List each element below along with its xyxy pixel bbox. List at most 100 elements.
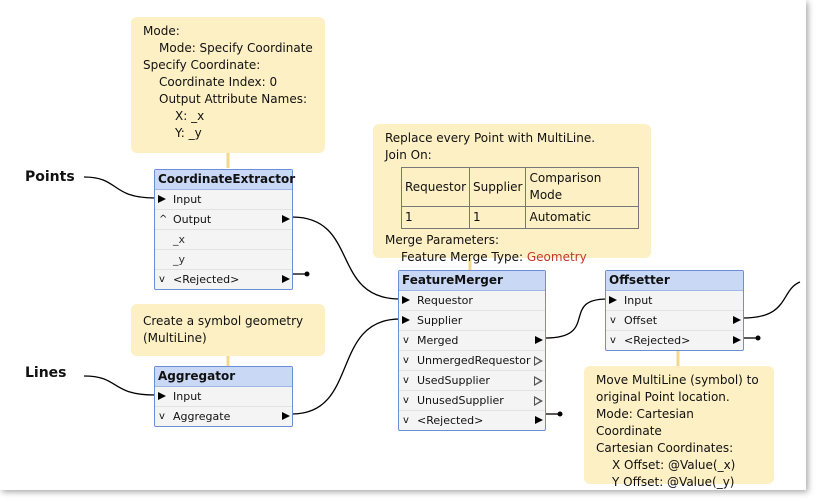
input-port-requestor[interactable]: Requestor xyxy=(399,291,545,311)
join-table-cell: Automatic xyxy=(525,206,639,229)
input-port-supplier[interactable]: Supplier xyxy=(399,311,545,331)
collapse-icon[interactable]: ^ xyxy=(159,214,168,225)
port-label: Input xyxy=(173,390,202,403)
note-line: Output Attribute Names: xyxy=(159,92,307,106)
join-table-header: Requestor xyxy=(400,167,471,207)
input-port-icon[interactable] xyxy=(158,195,166,203)
expand-icon[interactable]: v xyxy=(159,411,165,422)
input-port-icon[interactable] xyxy=(402,316,410,324)
annotation-offsetter[interactable]: Move MultiLine (symbol) to original Poin… xyxy=(584,366,774,489)
output-port-rejected[interactable]: v <Rejected> xyxy=(606,331,743,350)
annotation-aggregator[interactable]: Create a symbol geometry (MultiLine) xyxy=(131,304,325,356)
note-line: Merge Parameters: xyxy=(385,233,499,247)
node-feature-merger[interactable]: FeatureMerger Requestor Supplier v Merge… xyxy=(398,270,546,431)
join-table-cell: 1 xyxy=(469,206,527,229)
input-port-input[interactable]: Input xyxy=(155,387,292,407)
note-line: Y: _y xyxy=(175,126,202,140)
output-port-unmerged-requestor[interactable]: v UnmergedRequestor xyxy=(399,351,545,371)
edge-merger-to-offsetter xyxy=(544,298,608,339)
output-port-merged[interactable]: v Merged xyxy=(399,331,545,351)
output-port-used-supplier[interactable]: v UsedSupplier xyxy=(399,371,545,391)
node-offsetter[interactable]: Offsetter Input v Offset v <Rejected> xyxy=(605,270,744,351)
edge-aggregator-to-merger xyxy=(291,318,401,415)
input-port-icon[interactable] xyxy=(402,296,410,304)
join-table: Requestor Supplier Comparison Mode 1 1 A… xyxy=(400,167,639,229)
expand-icon[interactable]: v xyxy=(610,335,616,346)
note-line: X: _x xyxy=(175,109,205,123)
join-table-header: Comparison Mode xyxy=(525,167,639,207)
port-label: UsedSupplier xyxy=(417,374,490,387)
annotation-feature-merger[interactable]: Replace every Point with MultiLine. Join… xyxy=(373,124,651,264)
edge-offsetter-out xyxy=(742,281,801,319)
output-port-output[interactable]: ^ Output xyxy=(155,210,292,230)
node-title[interactable]: Aggregator xyxy=(155,367,292,387)
port-label: Requestor xyxy=(417,294,473,307)
port-label: UnusedSupplier xyxy=(417,394,504,407)
output-port-icon[interactable] xyxy=(282,275,290,283)
output-port-icon[interactable] xyxy=(535,336,543,344)
output-port-unconnected-icon[interactable] xyxy=(534,356,543,366)
expand-icon[interactable]: v xyxy=(403,415,409,426)
port-label: Input xyxy=(624,294,653,307)
expand-icon[interactable]: v xyxy=(403,335,409,346)
note-line: Mode: Cartesian Coordinate xyxy=(596,407,694,438)
expand-icon[interactable]: v xyxy=(610,315,616,326)
output-port-icon[interactable] xyxy=(733,336,741,344)
node-title[interactable]: CoordinateExtractor xyxy=(155,170,295,190)
output-port-unconnected-icon[interactable] xyxy=(534,376,543,386)
merge-type-value: Geometry xyxy=(526,250,587,264)
expand-icon[interactable]: v xyxy=(403,375,409,386)
input-port-input[interactable]: Input xyxy=(155,190,292,210)
port-label: Merged xyxy=(417,334,459,347)
attribute-x: _x xyxy=(155,230,292,250)
join-table-header: Supplier xyxy=(469,167,527,207)
expand-icon[interactable]: v xyxy=(159,274,165,285)
output-port-rejected[interactable]: v <Rejected> xyxy=(155,270,292,289)
node-title[interactable]: FeatureMerger xyxy=(399,271,545,291)
note-line: Specify Coordinate: xyxy=(143,58,261,72)
output-port-aggregate[interactable]: v Aggregate xyxy=(155,407,292,426)
output-port-icon[interactable] xyxy=(282,412,290,420)
note-line: Mode: Specify Coordinate xyxy=(159,41,313,55)
note-line: Join On: xyxy=(385,148,432,162)
output-port-icon[interactable] xyxy=(733,316,741,324)
attribute-y: _y xyxy=(155,250,292,270)
note-line: Mode: xyxy=(143,24,180,38)
source-label-lines: Lines xyxy=(25,365,67,381)
input-port-input[interactable]: Input xyxy=(606,291,743,311)
merge-type-label: Feature Merge Type: xyxy=(401,250,527,264)
note-line: Move MultiLine (symbol) to xyxy=(596,373,759,387)
output-port-rejected[interactable]: v <Rejected> xyxy=(399,411,545,430)
port-label: Aggregate xyxy=(173,410,231,423)
port-label: Offset xyxy=(624,314,658,327)
note-line: Create a symbol geometry xyxy=(143,314,304,328)
join-table-cell: 1 xyxy=(400,206,471,229)
output-port-icon[interactable] xyxy=(282,215,290,223)
port-label: <Rejected> xyxy=(417,414,484,427)
expand-icon[interactable]: v xyxy=(403,395,409,406)
edge-extractor-to-merger xyxy=(291,216,401,300)
port-label: Output xyxy=(173,213,212,226)
node-title[interactable]: Offsetter xyxy=(606,271,743,291)
note-line: original Point location. xyxy=(596,390,730,404)
input-port-icon[interactable] xyxy=(609,296,617,304)
source-label-points: Points xyxy=(25,169,75,185)
input-port-icon[interactable] xyxy=(158,392,166,400)
output-port-unused-supplier[interactable]: v UnusedSupplier xyxy=(399,391,545,411)
node-aggregator[interactable]: Aggregator Input v Aggregate xyxy=(154,366,293,427)
node-coordinate-extractor[interactable]: CoordinateExtractor Input ^ Output _x _y… xyxy=(154,169,295,290)
output-port-icon[interactable] xyxy=(535,416,543,424)
note-line: (MultiLine) xyxy=(143,331,207,345)
port-label: UnmergedRequestor xyxy=(417,354,531,367)
output-port-offset[interactable]: v Offset xyxy=(606,311,743,331)
note-line: X Offset: @Value(_x) xyxy=(612,458,736,472)
expand-icon[interactable]: v xyxy=(403,355,409,366)
port-label: Input xyxy=(173,193,202,206)
annotation-coordinate-extractor[interactable]: Mode: Mode: Specify Coordinate Specify C… xyxy=(131,17,325,153)
edge-lines-to-aggregator xyxy=(83,375,156,396)
edge-points-to-extractor xyxy=(83,176,156,199)
output-port-unconnected-icon[interactable] xyxy=(534,396,543,406)
note-line: Cartesian Coordinates: xyxy=(596,441,734,455)
